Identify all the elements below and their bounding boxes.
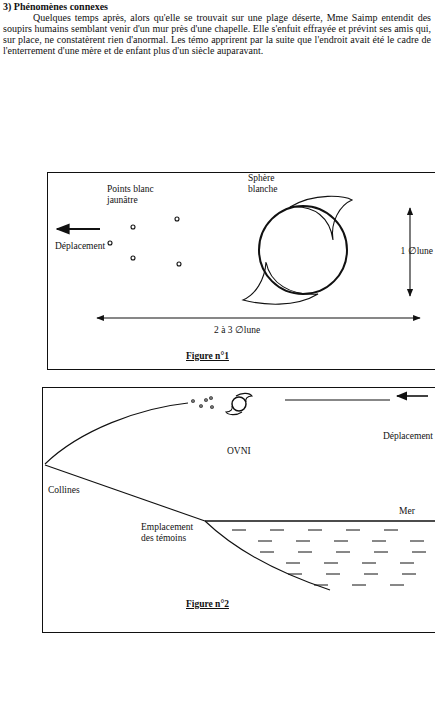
wave-dash	[374, 552, 388, 553]
callout-label: Emplacement des témoins	[141, 522, 205, 544]
wave-dash	[258, 541, 272, 542]
hill-slope	[45, 465, 205, 521]
figure-frame: OVNI DéplacementCollinesMerEmplacement de…	[42, 387, 435, 633]
wave-dash	[336, 552, 350, 553]
ufo-trail	[285, 399, 390, 400]
wave-dash	[352, 585, 366, 586]
wave-dash	[402, 574, 416, 575]
white-sphere	[259, 206, 347, 294]
wave-dash	[314, 585, 328, 586]
light-dot	[131, 256, 135, 260]
light-dot	[211, 406, 214, 409]
dimension-label: 2 à 3 ∅lune	[214, 325, 260, 336]
ufo-swirl	[226, 406, 242, 415]
sea-surface	[205, 520, 435, 522]
wave-dash	[270, 530, 284, 531]
wave-dash	[334, 541, 348, 542]
wave-dash	[296, 541, 310, 542]
wave-dash	[286, 563, 300, 564]
wave-dash	[346, 530, 360, 531]
movement-label: Déplacement	[383, 431, 433, 442]
movement-label: Déplacement	[55, 241, 105, 252]
shore-line	[205, 521, 330, 590]
sphere-swirl	[243, 262, 318, 304]
light-dot	[210, 397, 213, 400]
callout-label: Mer	[399, 506, 415, 517]
wave-dash	[372, 541, 386, 542]
wave-dash	[362, 563, 376, 564]
wave-dash	[260, 552, 274, 553]
ufo	[232, 397, 246, 411]
wave-dash	[384, 530, 398, 531]
wave-dash	[324, 563, 338, 564]
light-dot	[192, 400, 195, 403]
figure-caption: Figure n°1	[186, 351, 229, 362]
ufo-trail	[45, 403, 188, 464]
wave-dash	[412, 552, 426, 553]
figure-frame: Points blanc jaunâtre Sphère blancheDépla…	[47, 172, 435, 370]
dimension-arrow	[97, 317, 420, 318]
callout-label: Sphère blanche	[248, 173, 292, 195]
wave-dash	[232, 530, 246, 531]
wave-dash	[298, 552, 312, 553]
wave-dash	[288, 574, 302, 575]
light-dot	[177, 262, 181, 266]
callout-label: OVNI	[227, 446, 251, 457]
light-dot	[205, 399, 208, 402]
wave-dash	[390, 585, 404, 586]
section-heading: 3) Phénomènes connexes	[3, 1, 108, 12]
wave-dash	[308, 530, 322, 531]
ufo-swirl	[236, 393, 252, 402]
wave-dash	[410, 541, 424, 542]
figure-caption: Figure n°2	[186, 599, 229, 610]
movement-arrow	[397, 395, 428, 397]
light-dot	[175, 217, 179, 221]
sphere-swirl	[290, 196, 352, 240]
callout-label: Collines	[48, 485, 80, 496]
wave-dash	[400, 563, 414, 564]
dimension-label: 1 ∅lune	[401, 246, 433, 257]
callout-label: Points blanc jaunâtre	[107, 184, 169, 206]
body-paragraph: Quelques temps après, alors qu'elle se t…	[3, 12, 431, 56]
light-dot	[131, 225, 135, 229]
wave-dash	[326, 574, 340, 575]
movement-arrow	[57, 228, 100, 230]
light-dot	[200, 405, 203, 408]
light-dot	[108, 241, 112, 245]
wave-dash	[364, 574, 378, 575]
